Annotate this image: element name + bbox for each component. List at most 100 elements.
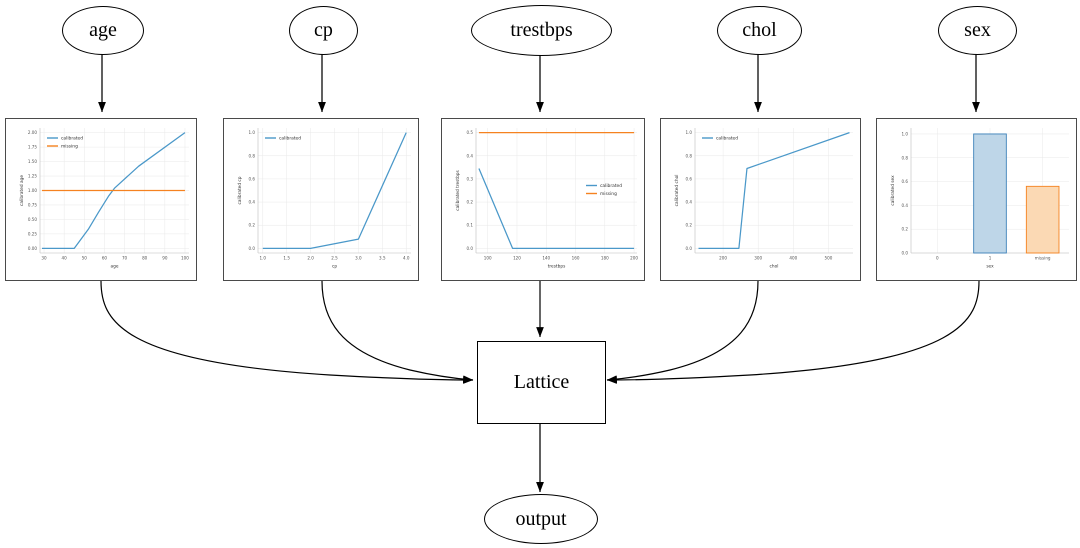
svg-text:1.0: 1.0	[260, 256, 267, 261]
svg-text:3.0: 3.0	[355, 256, 362, 261]
svg-text:140: 140	[542, 256, 550, 261]
svg-text:missing: missing	[1035, 256, 1051, 261]
svg-text:0.8: 0.8	[685, 153, 692, 158]
svg-text:0.6: 0.6	[248, 176, 255, 181]
svg-text:50: 50	[82, 256, 88, 261]
svg-text:0.0: 0.0	[466, 246, 473, 251]
svg-text:0.2: 0.2	[466, 200, 473, 205]
svg-text:200: 200	[719, 256, 727, 261]
svg-text:1.25: 1.25	[28, 174, 38, 179]
svg-text:400: 400	[789, 256, 797, 261]
svg-text:300: 300	[754, 256, 762, 261]
svg-text:calibrated: calibrated	[716, 136, 738, 142]
svg-text:0.1: 0.1	[466, 223, 473, 228]
svg-text:0.0: 0.0	[248, 246, 255, 251]
svg-text:calibrated chol: calibrated chol	[674, 175, 680, 207]
svg-text:calibrated trestbps: calibrated trestbps	[455, 169, 461, 210]
svg-text:0.4: 0.4	[248, 200, 255, 205]
svg-text:2.5: 2.5	[331, 256, 338, 261]
svg-text:1.75: 1.75	[28, 145, 38, 150]
svg-text:missing: missing	[600, 191, 617, 197]
svg-text:1.0: 1.0	[901, 131, 908, 136]
svg-text:0.4: 0.4	[466, 153, 473, 158]
output-node-label: output	[515, 507, 567, 530]
input-node-cp-label: cp	[314, 19, 333, 41]
svg-text:0.2: 0.2	[248, 223, 255, 228]
input-node-trestbps-label: trestbps	[510, 19, 573, 41]
svg-text:0.5: 0.5	[466, 130, 473, 135]
svg-text:sex: sex	[986, 265, 994, 270]
svg-text:0: 0	[936, 256, 939, 261]
svg-text:1.0: 1.0	[248, 130, 255, 135]
input-node-chol[interactable]: chol	[717, 6, 802, 55]
input-node-age-label: age	[89, 19, 117, 41]
svg-text:160: 160	[572, 256, 580, 261]
lattice-node[interactable]: Lattice	[477, 341, 606, 424]
calibration-plot-sex-svg: 0.0 0.2 0.4 0.6 0.8 1.0 0 1 missing sex calibrated…	[890, 128, 1069, 270]
svg-text:2.00: 2.00	[28, 130, 38, 135]
svg-text:calibrated: calibrated	[600, 183, 622, 189]
svg-text:calibrated age: calibrated age	[19, 175, 25, 206]
calibration-plot-trestbps-svg: 0.0 0.1 0.2 0.3 0.4 0.5 100 120 140 160 180 200 tres…	[455, 128, 638, 270]
input-node-age[interactable]: age	[62, 6, 144, 55]
svg-text:120: 120	[513, 256, 521, 261]
svg-text:30: 30	[41, 256, 47, 261]
svg-text:0.4: 0.4	[685, 200, 692, 205]
svg-text:0.75: 0.75	[28, 202, 38, 207]
svg-text:missing: missing	[61, 144, 78, 150]
svg-text:trestbps: trestbps	[548, 264, 566, 270]
svg-text:70: 70	[122, 256, 128, 261]
calibration-plot-trestbps[interactable]: 0.0 0.1 0.2 0.3 0.4 0.5 100 120 140 160 180 200 tres…	[441, 118, 645, 281]
svg-text:age: age	[110, 265, 118, 270]
svg-text:1.5: 1.5	[283, 256, 290, 261]
svg-text:0.4: 0.4	[901, 203, 908, 208]
svg-text:1.0: 1.0	[685, 130, 692, 135]
input-node-trestbps[interactable]: trestbps	[471, 5, 612, 56]
svg-text:1.50: 1.50	[28, 159, 38, 164]
svg-text:0.2: 0.2	[685, 223, 692, 228]
svg-text:0.3: 0.3	[466, 176, 473, 181]
svg-text:100: 100	[484, 256, 492, 261]
lattice-node-label: Lattice	[513, 371, 570, 393]
calibration-plot-age-svg: 0.00 0.25 0.50 0.75 1.00 1.25 1.50 1.75 2.00 30 40…	[19, 128, 189, 270]
calibration-plot-sex[interactable]: 0.0 0.2 0.4 0.6 0.8 1.0 0 1 missing sex calibrated…	[876, 118, 1077, 281]
svg-text:0.6: 0.6	[901, 179, 908, 184]
output-node[interactable]: output	[484, 494, 598, 544]
svg-text:90: 90	[162, 256, 168, 261]
svg-text:2.0: 2.0	[307, 256, 314, 261]
svg-text:chol: chol	[770, 264, 779, 270]
svg-text:cp: cp	[332, 265, 337, 270]
svg-text:40: 40	[62, 256, 68, 261]
calibration-plot-age[interactable]: 0.00 0.25 0.50 0.75 1.00 1.25 1.50 1.75 2.00 30 40…	[5, 118, 197, 281]
svg-text:0.2: 0.2	[901, 227, 908, 232]
svg-text:200: 200	[630, 256, 638, 261]
input-node-chol-label: chol	[742, 19, 777, 41]
svg-text:calibrated cp: calibrated cp	[237, 176, 243, 204]
svg-text:100: 100	[181, 256, 189, 261]
svg-text:calibrated: calibrated	[61, 136, 83, 142]
svg-text:0.00: 0.00	[28, 246, 38, 251]
svg-text:0.25: 0.25	[28, 231, 38, 236]
svg-text:calibrated: calibrated	[279, 136, 301, 142]
svg-text:1.00: 1.00	[28, 188, 38, 193]
svg-text:1: 1	[989, 256, 992, 261]
svg-text:calibrated sex: calibrated sex	[890, 175, 896, 206]
svg-text:180: 180	[601, 256, 609, 261]
input-node-sex[interactable]: sex	[938, 6, 1017, 55]
svg-text:80: 80	[142, 256, 148, 261]
svg-text:0.50: 0.50	[28, 217, 38, 222]
svg-text:0.0: 0.0	[901, 251, 908, 256]
svg-text:0.0: 0.0	[685, 246, 692, 251]
svg-text:4.0: 4.0	[403, 256, 410, 261]
svg-text:0.8: 0.8	[901, 155, 908, 160]
svg-text:0.6: 0.6	[685, 176, 692, 181]
svg-text:3.5: 3.5	[379, 256, 386, 261]
input-node-sex-label: sex	[964, 19, 991, 41]
input-node-cp[interactable]: cp	[289, 6, 358, 55]
svg-text:60: 60	[102, 256, 108, 261]
